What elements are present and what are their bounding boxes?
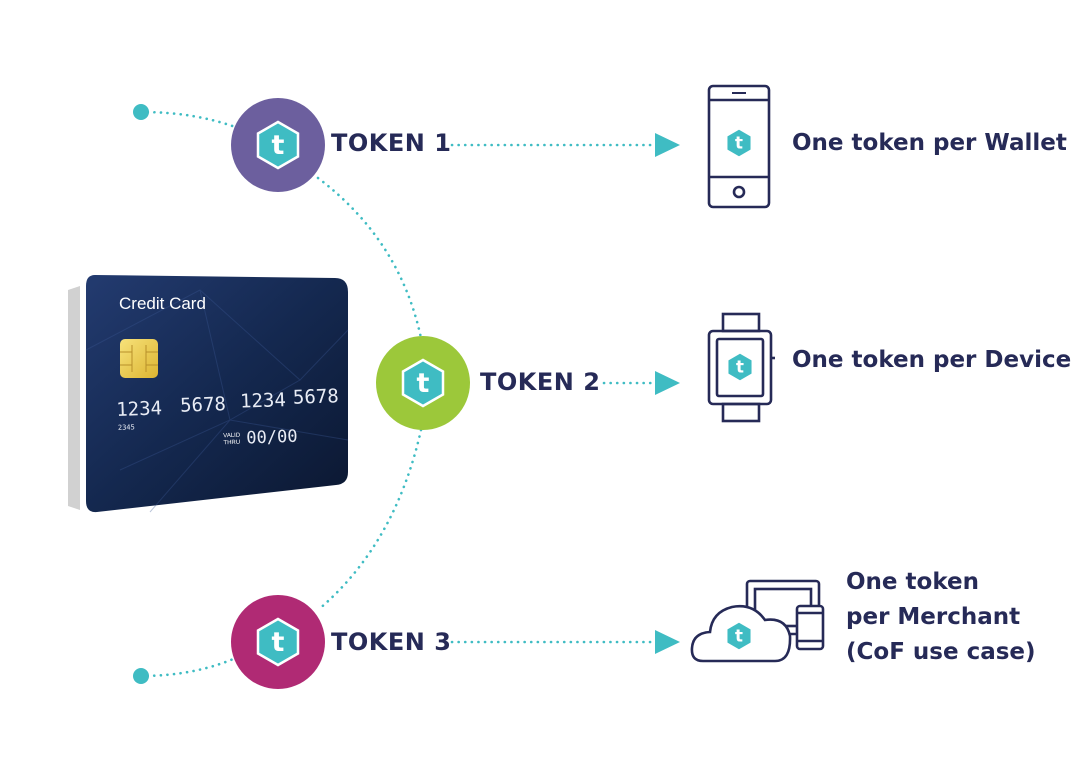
merchant-description-line-1: One token xyxy=(846,569,979,595)
card-title: Credit Card xyxy=(119,294,206,313)
card-small-number: 2345 xyxy=(118,423,135,432)
card-number-group-2: 5678 xyxy=(180,393,227,417)
merchant-description-line-3: (CoF use case) xyxy=(846,639,1036,665)
connector-bottom-tail xyxy=(139,655,240,678)
connector-top-tail xyxy=(139,110,240,130)
token-badge-icon xyxy=(725,128,753,158)
merchant-description-line-2: per Merchant xyxy=(846,604,1021,630)
endpoint-dot-top xyxy=(133,104,149,120)
credit-card: Credit Card 1234 5678 1234 5678 2345 VAL… xyxy=(68,275,349,513)
token-1-circle xyxy=(231,98,325,192)
cloud-devices-icon xyxy=(690,579,825,663)
card-number-group-1: 1234 xyxy=(116,397,163,421)
token-badge-icon xyxy=(401,358,445,408)
arrow-head-token-1 xyxy=(655,133,680,157)
token-badge-icon xyxy=(256,120,300,170)
card-thru-label: THRU xyxy=(223,440,240,447)
endpoint-dot-bottom xyxy=(133,668,149,684)
card-valid-label: VALID xyxy=(223,433,241,440)
smartphone-icon xyxy=(707,84,771,209)
smartwatch-icon xyxy=(707,312,775,423)
token-2-label: TOKEN 2 xyxy=(480,368,601,396)
device-description: One token per Device xyxy=(792,347,1072,373)
arrow-head-token-2 xyxy=(655,371,680,395)
wallet-description: One token per Wallet xyxy=(792,130,1067,156)
token-2-circle xyxy=(376,336,470,430)
token-badge-icon xyxy=(726,352,754,382)
token-3-label: TOKEN 3 xyxy=(331,628,452,656)
token-badge-icon xyxy=(256,617,300,667)
connector-arc xyxy=(316,176,423,340)
arrow-head-token-3 xyxy=(655,630,680,654)
card-number-group-3: 1234 xyxy=(240,389,287,413)
token-badge-icon xyxy=(725,621,753,651)
chip-icon xyxy=(120,339,158,378)
card-number-group-4: 5678 xyxy=(293,385,340,409)
token-3-circle xyxy=(231,595,325,689)
card-expiry: 00/00 xyxy=(246,427,298,449)
token-1-label: TOKEN 1 xyxy=(331,129,452,157)
connectors xyxy=(139,110,662,678)
